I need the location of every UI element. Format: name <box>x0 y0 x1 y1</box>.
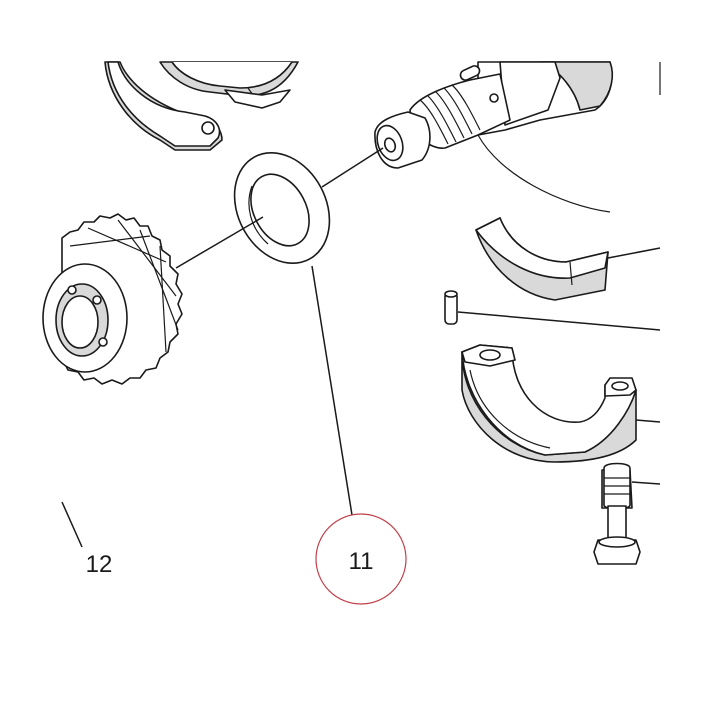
upper-bearing-half <box>104 61 299 151</box>
callout-12-leader <box>61 501 83 548</box>
washer-axis-line <box>175 216 264 269</box>
thrust-washer <box>233 151 331 265</box>
callout-11-highlight-circle <box>315 513 407 605</box>
callout-11-leader <box>311 265 353 516</box>
dowel-pin <box>444 290 661 331</box>
crankshaft-axis-line <box>321 147 384 188</box>
callout-11-label: 11 <box>349 548 374 575</box>
timing-gear <box>42 213 183 385</box>
crankshaft-end <box>374 61 661 213</box>
cap-bolt <box>593 462 661 565</box>
callout-12-label: 12 <box>86 551 113 578</box>
bearing-shell-upper <box>475 217 661 301</box>
main-bearing-cap <box>461 344 661 463</box>
